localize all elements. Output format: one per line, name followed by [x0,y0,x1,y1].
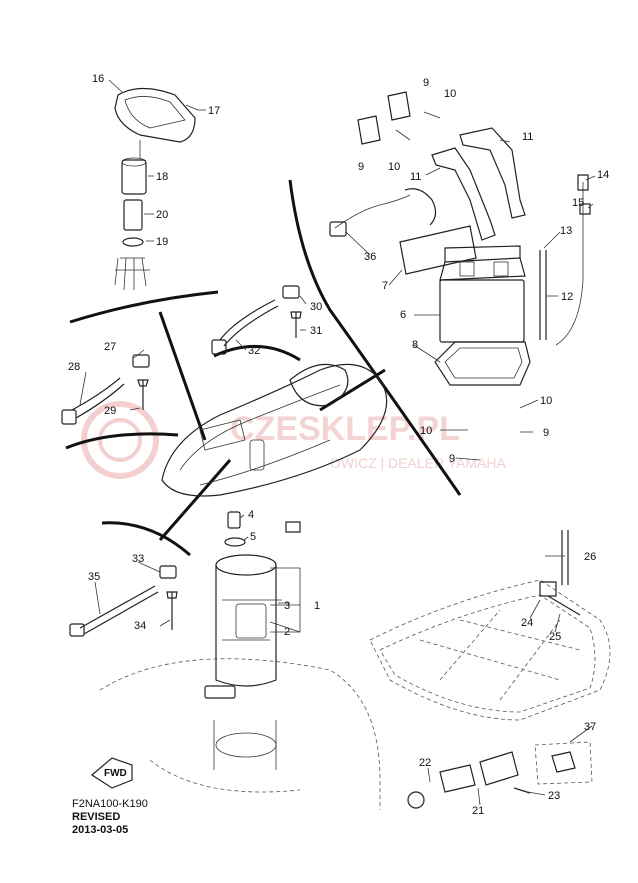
callout-bracket-top-left [69,290,219,324]
callout-7: 7 [382,280,388,292]
callout-9-right: 9 [543,427,549,439]
leader-top-left [158,311,207,441]
fwd-label: FWD [104,768,127,779]
callout-5: 5 [250,531,256,543]
callout-9-left: 9 [358,161,364,173]
callout-33: 33 [132,553,144,565]
callout-8: 8 [412,339,418,351]
callout-bracket-lower [101,521,191,557]
clip-group-left [61,354,150,425]
callout-11-right: 11 [522,131,533,143]
revised-label: REVISED [72,811,121,823]
callout-bracket-center [213,345,301,362]
callout-29: 29 [104,405,116,417]
callout-9-mid: 9 [449,453,455,465]
callout-36: 36 [364,251,376,263]
callout-28: 28 [68,361,80,373]
callout-3: 3 [284,600,290,612]
callout-4: 4 [248,509,254,521]
callout-10-right: 10 [540,395,552,407]
callout-24: 24 [521,617,533,629]
callout-1: 1 [314,600,320,612]
callout-20: 20 [156,209,168,221]
leader-lower [158,459,232,541]
callout-10-mid: 10 [420,425,432,437]
callout-bracket-mid-left [65,432,179,450]
callout-37: 37 [584,721,596,733]
meter-group [114,87,199,291]
callout-labels: 16 17 18 20 19 27 28 29 30 31 32 9 10 11… [68,73,609,817]
callout-34: 34 [134,620,146,632]
callout-35: 35 [88,571,100,583]
callout-13: 13 [560,225,572,237]
callout-12: 12 [561,291,573,303]
callout-17: 17 [208,105,220,117]
callout-30: 30 [310,301,322,313]
watermark: CZESKLEP.PL OWICZ | DEALER YAMAHA [81,401,506,479]
callout-14: 14 [597,169,609,181]
diagram-code: F2NA100-K190 [72,798,148,810]
callout-2: 2 [284,626,290,638]
watercraft-hull [161,363,388,497]
leader-right [319,368,386,412]
callout-leaders [79,79,596,806]
fuel-pump-group [69,511,381,810]
callout-31: 31 [310,325,322,337]
callout-16: 16 [92,73,104,85]
callout-11-left: 11 [410,171,421,183]
callout-22: 22 [419,757,431,769]
callout-bracket-right [288,179,462,496]
watermark-tagline: OWICZ | DEALER YAMAHA [330,455,506,471]
callout-25: 25 [549,631,561,643]
callout-6: 6 [400,309,406,321]
callout-27: 27 [104,341,116,353]
battery-group [329,91,591,386]
callout-9-top: 9 [423,77,429,89]
revision-date: 2013-03-05 [72,824,129,836]
callout-10-left: 10 [388,161,400,173]
callout-19: 19 [156,236,168,248]
clip-group-center [211,285,302,355]
callout-23: 23 [548,790,560,802]
callout-21: 21 [472,805,484,817]
callout-26: 26 [584,551,596,563]
callout-10-top: 10 [444,88,456,100]
callout-15: 15 [572,197,584,209]
callout-32: 32 [248,345,260,357]
callout-18: 18 [156,171,168,183]
fwd-badge: FWD [90,757,133,789]
hull-base-group [369,530,611,809]
